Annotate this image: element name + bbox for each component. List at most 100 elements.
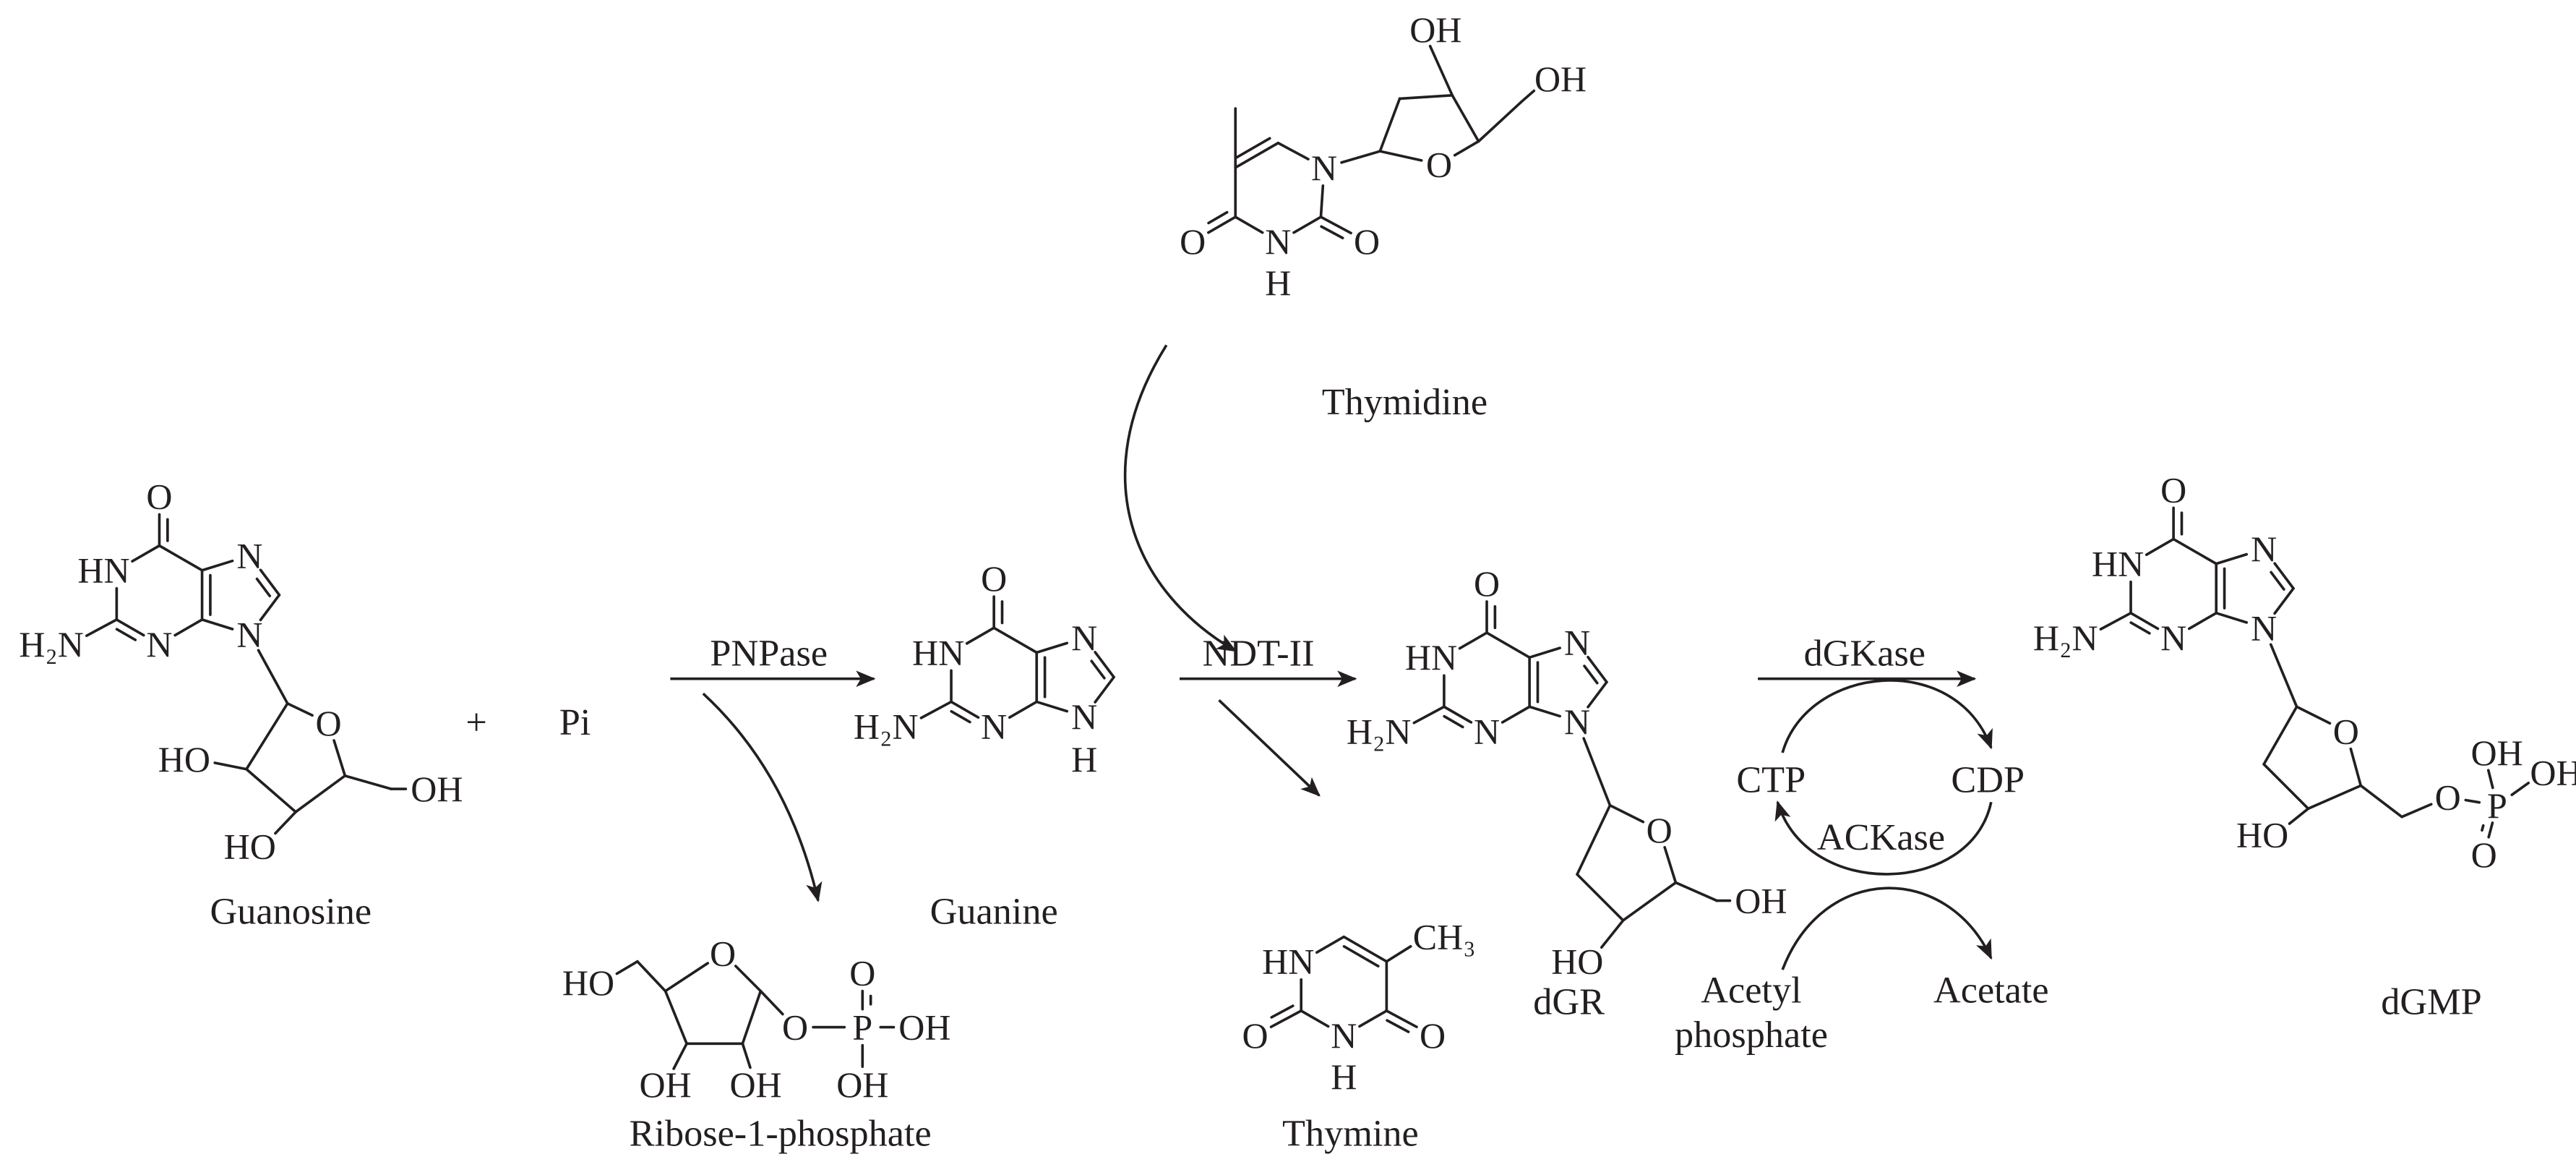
atom-label: CH₃ (1413, 917, 1476, 957)
bond (2099, 612, 2132, 631)
bond (1342, 935, 1388, 963)
bond (1453, 140, 1480, 157)
thymidine-label: Thymidine (1322, 381, 1487, 423)
bond (1412, 705, 1446, 725)
atom-label: O (2333, 711, 2359, 751)
pi-label: Pi (559, 701, 591, 743)
bond (173, 618, 204, 637)
atom-label: O (849, 953, 875, 994)
bond (950, 700, 980, 719)
bond (1428, 44, 1454, 97)
atom-label: O (2435, 777, 2461, 817)
atom-label: OH (1409, 9, 1461, 50)
atom-label: N (2251, 607, 2277, 648)
atom-label: N (146, 624, 172, 665)
atom-label: N (1311, 148, 1337, 188)
bond (734, 965, 763, 993)
bond (259, 594, 281, 622)
bond (245, 702, 289, 771)
bond (259, 568, 281, 597)
atom-label: N (1265, 221, 1291, 262)
atom-label: H₂N (19, 624, 84, 665)
bond (1663, 845, 1678, 884)
bond (2262, 763, 2310, 811)
bond (85, 618, 119, 638)
atom-label: HO (2236, 815, 2288, 855)
molecule-structures: HNNNNOH₂NOHOHOOHHNNNNOH₂NHHNNNNOH₂NOHOOH… (19, 9, 2576, 1105)
bond (1608, 803, 1645, 824)
atom-label: HN (1405, 637, 1457, 678)
bond (257, 649, 289, 705)
atom-label: HN (2092, 544, 2144, 584)
bond (1340, 150, 1382, 164)
bond (2464, 798, 2481, 804)
atom-label: OH (1735, 881, 1787, 921)
atom-label: N (1474, 711, 1500, 751)
ackase-label: ACKase (1817, 816, 1945, 858)
atom-label: O (316, 703, 342, 743)
atom-label: O (1242, 1015, 1268, 1056)
atom-label: HO (1551, 941, 1603, 982)
atom-label: N (2160, 618, 2186, 658)
dgmp-label: dGMP (2381, 981, 2481, 1022)
bond (1319, 184, 1325, 218)
guanosine-label: Guanosine (210, 890, 372, 932)
atom-label: O (1474, 563, 1500, 604)
bond (1587, 680, 1608, 709)
bond (294, 774, 347, 813)
bond (2487, 821, 2494, 839)
thymine-label: Thymine (1282, 1112, 1419, 1154)
bond (343, 774, 392, 790)
bond (1358, 1009, 1388, 1028)
ctp-label: CTP (1736, 759, 1806, 801)
atom-label: N (236, 614, 262, 654)
atom-label: N (1071, 618, 1097, 658)
atom-label: OH (411, 769, 463, 809)
atom-label: O (2471, 834, 2497, 875)
atom-label: O (1354, 221, 1380, 262)
bond (664, 989, 688, 1046)
dgmp-structure: HNNNNOH₂NOHOOPOHOHO (2033, 469, 2576, 875)
acetate-label: Acetate (1933, 970, 2049, 1012)
atom-label: HO (224, 826, 276, 867)
bond (2295, 705, 2332, 725)
thymidine-input-arrow (1123, 344, 1237, 652)
double-bond (115, 628, 137, 641)
bond (965, 626, 995, 645)
bond (115, 618, 145, 637)
atom-label: P (2487, 785, 2507, 826)
atom-label: P (852, 1007, 872, 1048)
bond (1207, 215, 1237, 234)
bond (1398, 94, 1454, 101)
atom-label: OH (836, 1064, 888, 1105)
bond (636, 960, 667, 993)
double-bond (1320, 225, 1344, 239)
bond (1234, 141, 1280, 169)
bond (1300, 1009, 1330, 1028)
double-bond (950, 709, 971, 724)
bond (1576, 803, 1612, 876)
double-bond (1443, 714, 1464, 729)
bond (2510, 782, 2530, 797)
bond (1094, 675, 1115, 704)
bond (1576, 873, 1625, 922)
bond (1528, 646, 1561, 659)
bond (1385, 945, 1412, 963)
bond (1674, 881, 1719, 902)
atom-label: OH (729, 1064, 781, 1105)
bond (2400, 803, 2433, 819)
atom-label: HN (912, 632, 964, 672)
bond (919, 700, 953, 719)
bond (1587, 655, 1608, 684)
ribose-phosphate-release-arrow (702, 692, 823, 902)
atom-label: HN (1262, 941, 1314, 982)
atom-label: OH (1534, 59, 1587, 99)
bond (1385, 1009, 1418, 1028)
bond (992, 626, 1039, 654)
atom-label: OH (898, 1007, 950, 1048)
atom-label: O (710, 933, 736, 973)
atom-label: N (981, 706, 1007, 747)
